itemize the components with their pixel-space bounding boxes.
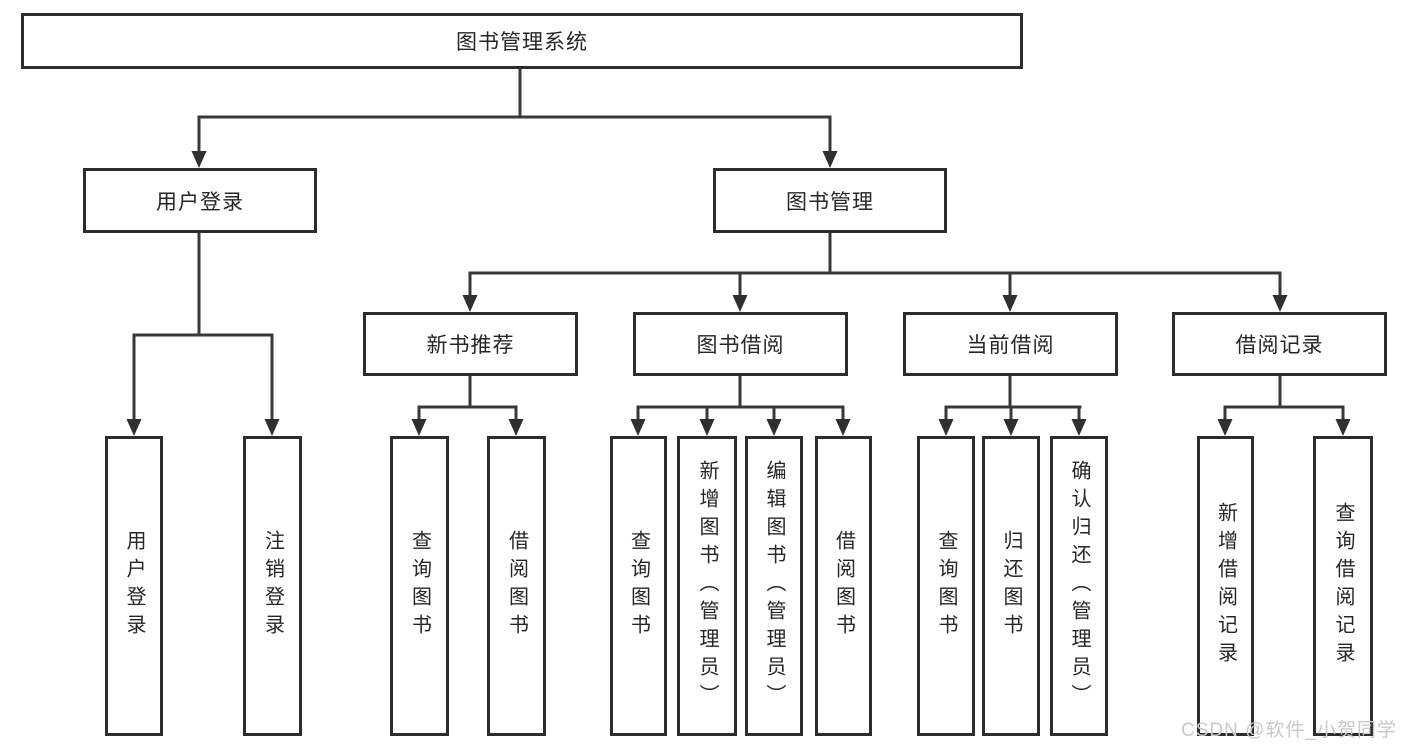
leaf-query-books-rec: 查询图书 [390,436,449,736]
node-current-borrowing: 当前借阅 [903,312,1118,376]
leaf-add-borrow-record: 新增借阅记录 [1197,436,1254,736]
leaf-label: 注销登录 [261,530,284,642]
leaf-edit-book-admin: 编辑图书（管理员） [745,436,803,736]
node-book-borrowing: 图书借阅 [633,312,848,376]
leaf-label: 查询借阅记录 [1332,502,1354,670]
leaf-add-book-admin: 新增图书（管理员） [677,436,737,736]
leaf-return-book: 归还图书 [982,436,1040,736]
watermark: CSDN @软件_小贺同学 [1181,720,1397,741]
leaf-user-login: 用户登录 [105,436,163,736]
leaf-label: 新增图书（管理员） [696,460,718,712]
leaf-label: 借阅图书 [505,530,528,642]
leaf-label: 查询图书 [408,530,431,642]
leaf-label: 用户登录 [123,530,145,642]
node-new-book-recommendation: 新书推荐 [363,312,578,376]
leaf-label: 确认归还（管理员） [1068,460,1090,712]
leaf-query-books-current: 查询图书 [917,436,975,736]
leaf-borrow-books-rec: 借阅图书 [487,436,546,736]
leaf-label: 查询图书 [627,530,650,642]
leaf-query-books-borrow: 查询图书 [610,436,667,736]
leaf-label: 新增借阅记录 [1214,502,1237,670]
node-borrowing-records: 借阅记录 [1172,312,1387,376]
node-library-management-system: 图书管理系统 [21,13,1023,69]
node-user-login: 用户登录 [83,168,317,233]
leaf-label: 编辑图书（管理员） [763,460,785,712]
leaf-borrow-books-borrow: 借阅图书 [815,436,872,736]
leaf-confirm-return-admin: 确认归还（管理员） [1050,436,1108,736]
node-book-management: 图书管理 [713,168,947,233]
leaf-label: 归还图书 [1000,530,1022,642]
leaf-logout: 注销登录 [243,436,302,736]
leaf-label: 查询图书 [935,530,957,642]
leaf-query-borrow-record: 查询借阅记录 [1313,436,1373,736]
leaf-label: 借阅图书 [832,530,855,642]
